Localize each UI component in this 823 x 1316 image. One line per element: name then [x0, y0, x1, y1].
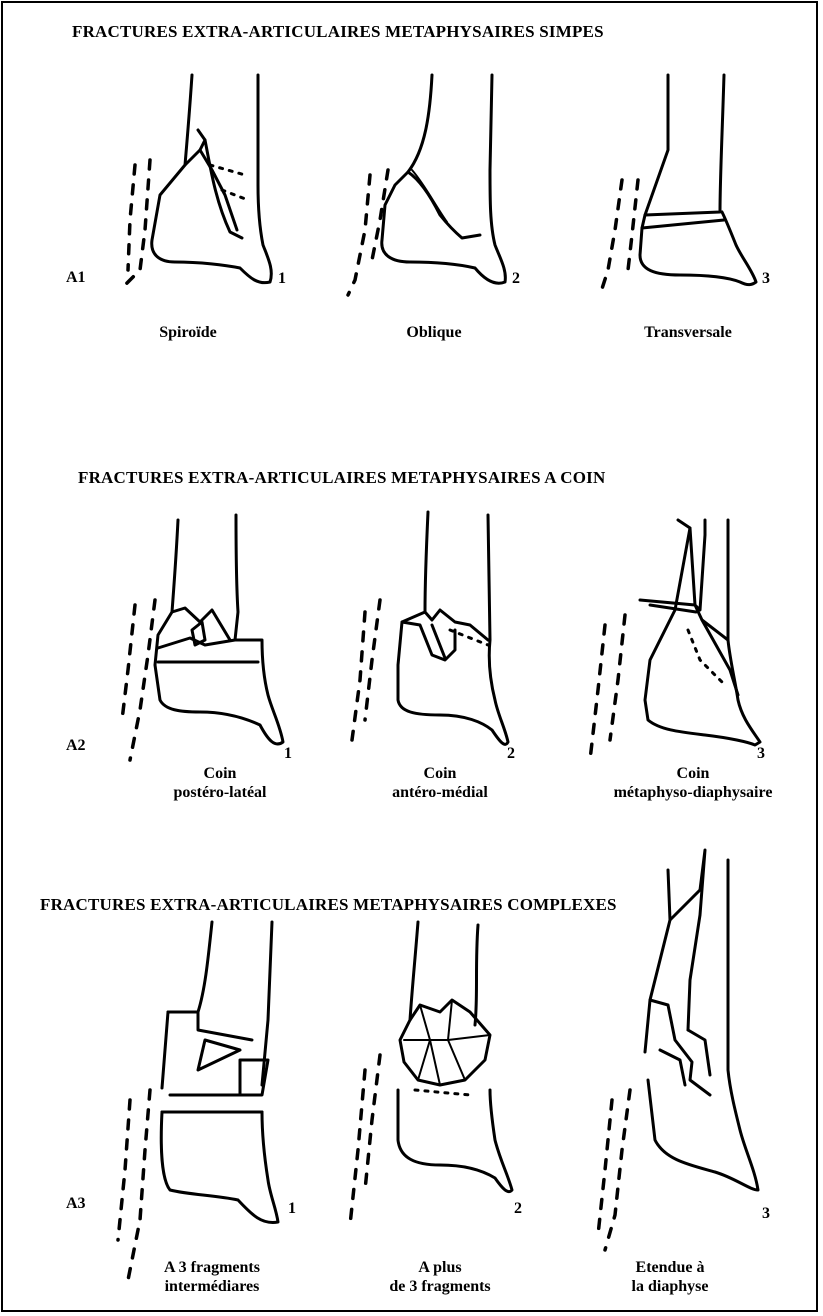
caption: A 3 fragments intermédiares: [122, 1258, 302, 1296]
item-number: 1: [288, 1200, 296, 1218]
caption-line: antéro-médial: [360, 783, 520, 802]
bone-drawing-a1-3: [600, 75, 756, 295]
group-label-a3: A3: [66, 1195, 86, 1213]
bone-drawing-a3-3: [598, 850, 758, 1250]
caption-line: Oblique: [374, 323, 494, 342]
caption-line: Transversale: [608, 323, 768, 342]
item-number: 3: [762, 270, 770, 288]
section-title-a3: FRACTURES EXTRA-ARTICULAIRES METAPHYSAIR…: [40, 895, 617, 915]
caption: Oblique: [374, 323, 494, 342]
bone-drawing-a1-1: [125, 75, 271, 285]
caption: Spiroïde: [128, 323, 248, 342]
caption-line: Spiroïde: [128, 323, 248, 342]
caption: Etendue à la diaphyse: [590, 1258, 750, 1296]
section-title-a1: FRACTURES EXTRA-ARTICULAIRES METAPHYSAIR…: [72, 22, 604, 42]
caption-line: Coin: [360, 764, 520, 783]
caption-line: intermédiares: [122, 1277, 302, 1296]
caption-line: de 3 fragments: [360, 1277, 520, 1296]
section-title-a2: FRACTURES EXTRA-ARTICULAIRES METAPHYSAIR…: [78, 468, 605, 488]
bone-drawing-a1-2: [348, 75, 505, 295]
caption: Coin postéro-latéal: [140, 764, 300, 802]
caption-line: Etendue à: [590, 1258, 750, 1277]
item-number: 3: [762, 1205, 770, 1223]
bone-drawing-a2-1: [122, 515, 283, 760]
caption: Transversale: [608, 323, 768, 342]
group-label-a2: A2: [66, 737, 86, 755]
caption: Coin antéro-médial: [360, 764, 520, 802]
caption-line: la diaphyse: [590, 1277, 750, 1296]
item-number: 2: [507, 745, 515, 763]
item-number: 1: [278, 270, 286, 288]
caption-line: Coin: [140, 764, 300, 783]
caption-line: métaphyso-diaphysaire: [578, 783, 808, 802]
bone-drawing-a3-1: [118, 922, 278, 1280]
bone-drawing-a2-3: [590, 520, 760, 760]
bone-drawing-a2-2: [352, 512, 508, 744]
bone-drawing-a3-2: [350, 922, 512, 1225]
caption-line: A plus: [360, 1258, 520, 1277]
caption: Coin métaphyso-diaphysaire: [578, 764, 808, 802]
item-number: 2: [512, 270, 520, 288]
caption-line: postéro-latéal: [140, 783, 300, 802]
item-number: 2: [514, 1200, 522, 1218]
group-label-a1: A1: [66, 269, 86, 287]
item-number: 3: [757, 745, 765, 763]
caption-line: A 3 fragments: [122, 1258, 302, 1277]
caption-line: Coin: [578, 764, 808, 783]
caption: A plus de 3 fragments: [360, 1258, 520, 1296]
item-number: 1: [284, 745, 292, 763]
